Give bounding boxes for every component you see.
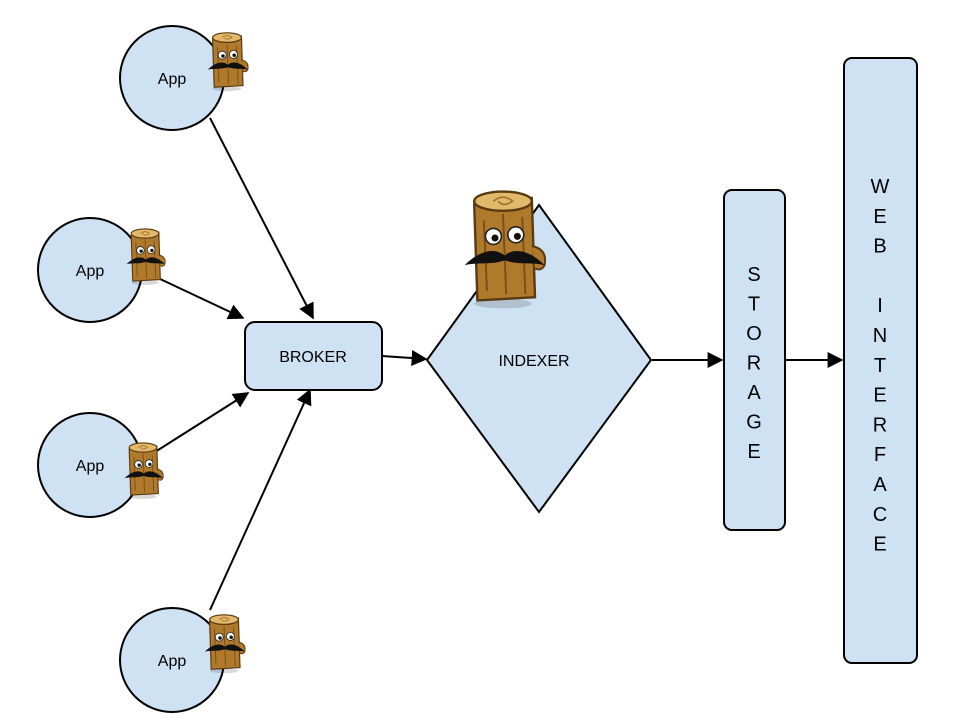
app-label: App [76, 263, 105, 280]
app-label: App [76, 458, 105, 475]
app-node-4: App [119, 607, 246, 713]
log-mascot-icon [125, 228, 166, 286]
app-node-3: App [37, 412, 164, 518]
app-label: App [158, 71, 187, 88]
app-label: App [158, 653, 187, 670]
app-node-2: App [37, 217, 166, 323]
log-mascot-icon [204, 614, 246, 674]
log-mascot-icon [463, 190, 547, 310]
broker-label: BROKER [279, 349, 347, 366]
log-mascot-icon [123, 442, 164, 500]
log-mascot-icon [207, 32, 249, 92]
indexer-node: INDEXER [425, 190, 653, 514]
edge-broker-indexer [381, 350, 428, 367]
edge-app3-broker [154, 392, 250, 453]
edge-app4-broker [209, 388, 312, 611]
app-node-1: App [119, 25, 249, 131]
broker-node: BROKER [244, 321, 383, 391]
indexer-label: INDEXER [498, 353, 569, 370]
edge-app2-broker [157, 277, 245, 320]
edge-app1-broker [209, 117, 314, 320]
